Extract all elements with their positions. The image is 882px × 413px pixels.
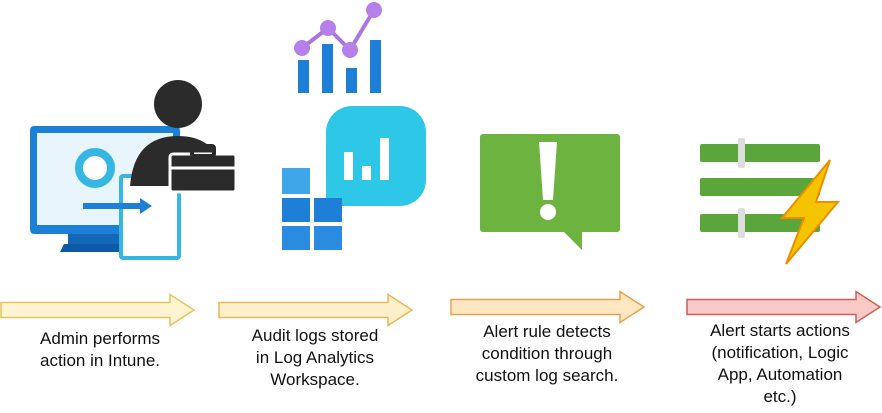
step-1-label: Admin performs action in Intune. bbox=[20, 328, 180, 372]
flow-arrow-3 bbox=[450, 290, 646, 324]
step-1-line-1: Admin performs bbox=[40, 329, 160, 348]
step-3-line-2: condition through bbox=[481, 344, 613, 363]
flow-arrow-4 bbox=[686, 290, 882, 324]
step-1-line-2: action in Intune. bbox=[39, 351, 161, 370]
step-2-label: Audit logs stored in Log Analytics Works… bbox=[226, 325, 404, 391]
step-2-line-1: Audit logs stored bbox=[251, 326, 379, 345]
flow-arrow-2 bbox=[218, 293, 414, 327]
step-3-line-3: custom log search. bbox=[475, 366, 619, 385]
step-3-label: Alert rule detects condition through cus… bbox=[453, 321, 641, 387]
flow-arrow-1 bbox=[0, 293, 196, 327]
action-group-icon bbox=[700, 138, 840, 265]
log-analytics-icon bbox=[282, 2, 426, 250]
step-4-line-3: App, Automation bbox=[717, 365, 843, 384]
alert-bubble-icon bbox=[480, 134, 620, 250]
step-4-label: Alert starts actions (notification, Logi… bbox=[684, 320, 876, 408]
step-2-line-3: Workspace. bbox=[270, 370, 360, 389]
step-2-line-2: in Log Analytics bbox=[255, 348, 375, 367]
step-3-line-1: Alert rule detects bbox=[483, 322, 611, 341]
step-4-line-1: Alert starts actions bbox=[710, 321, 850, 340]
step-4-line-2: (notification, Logic bbox=[711, 343, 849, 362]
admin-monitor-icon bbox=[30, 80, 238, 260]
step-4-line-4: etc.) bbox=[763, 387, 797, 406]
